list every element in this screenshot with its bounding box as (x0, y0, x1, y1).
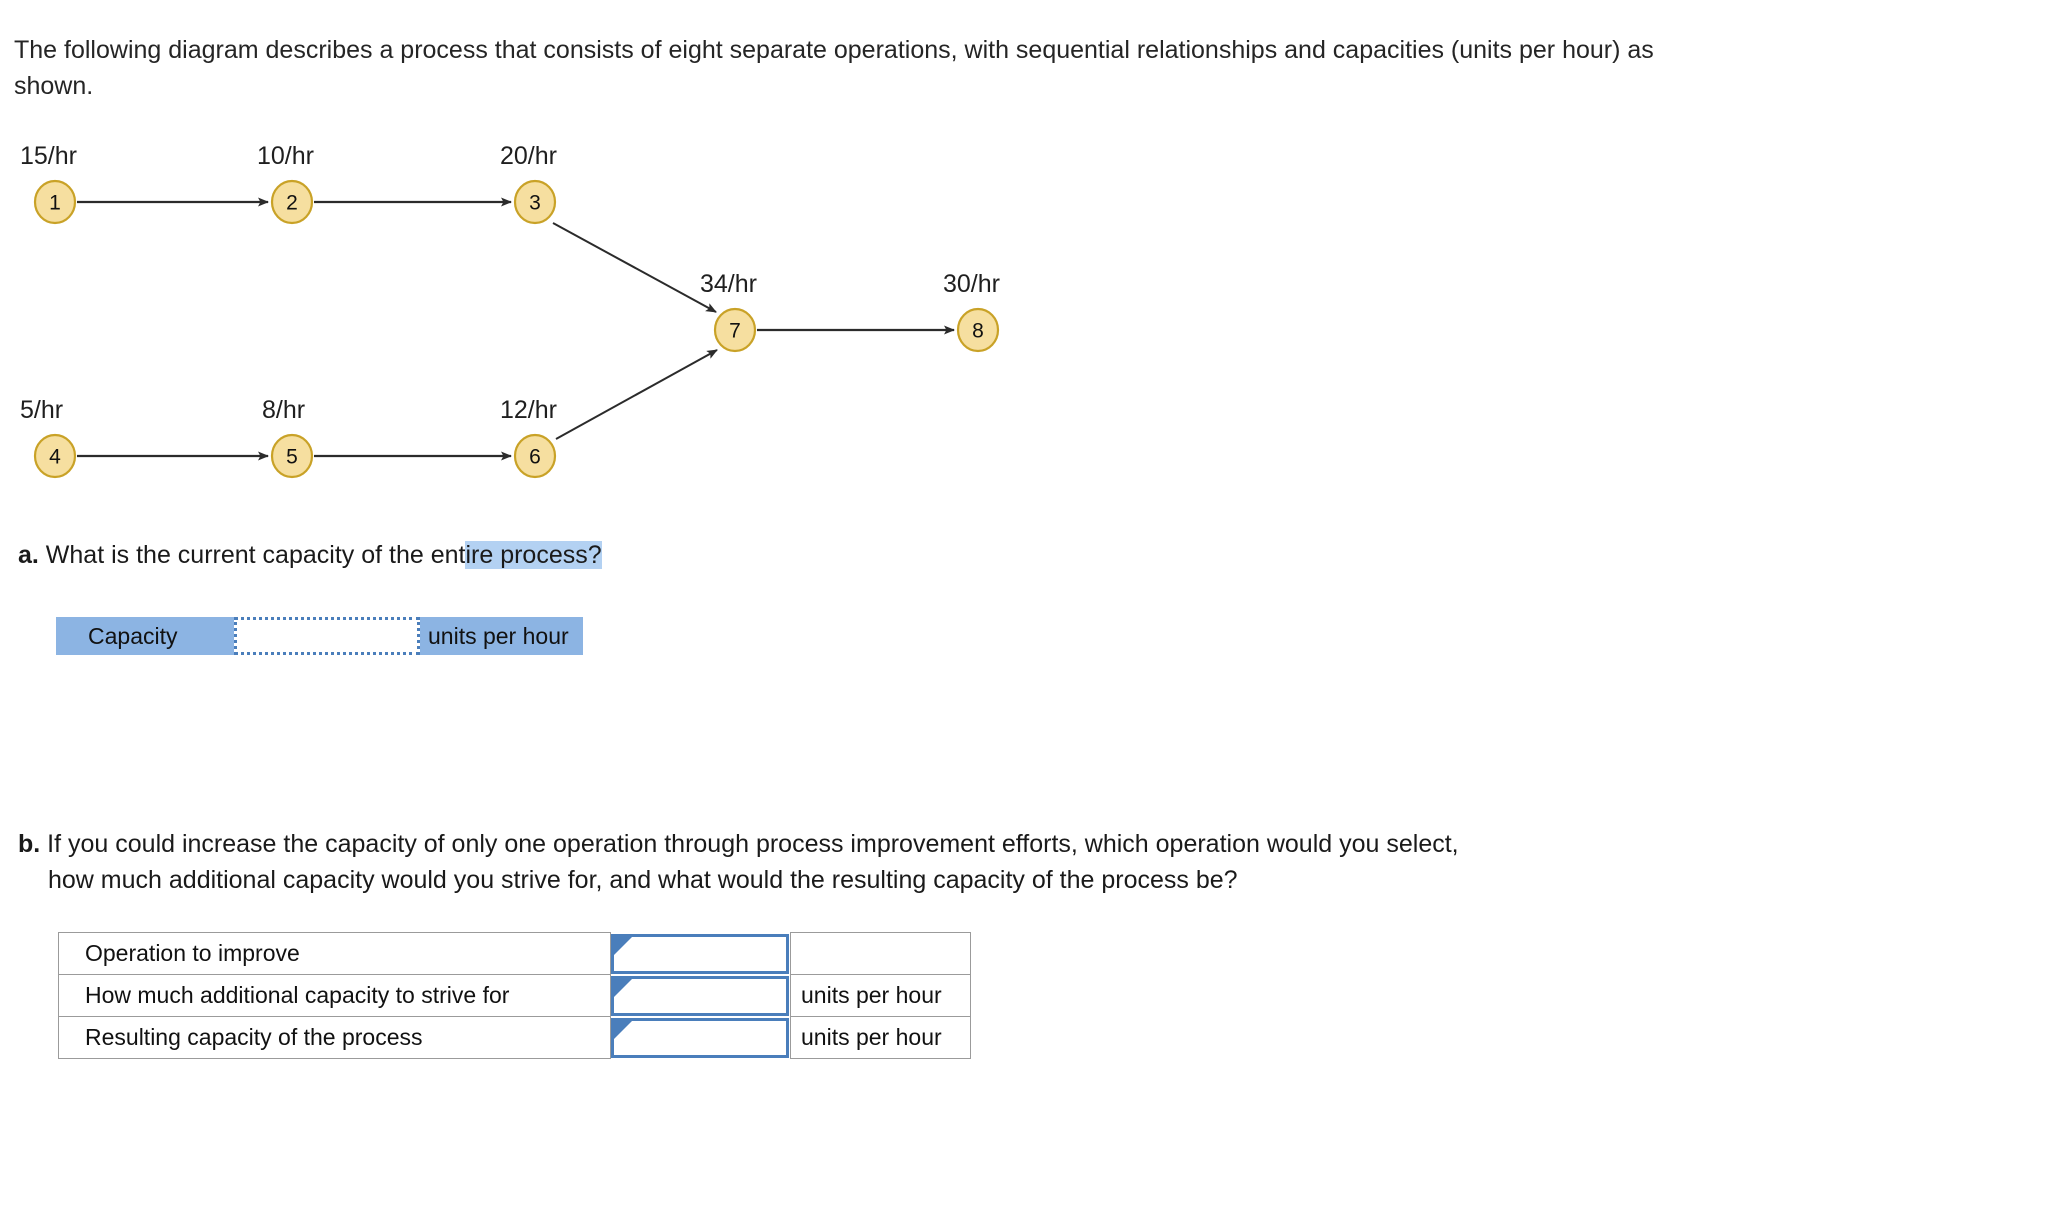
node-7-capacity-label: 34/hr (700, 270, 757, 298)
node-4-capacity-label: 5/hr (20, 396, 63, 424)
input-operation-to-improve[interactable] (611, 933, 789, 974)
question-b-marker: b. (18, 830, 41, 858)
node-7-number: 7 (729, 320, 741, 343)
row-label-resulting-capacity: Resulting capacity of the process (58, 1016, 611, 1059)
question-b-line2: how much additional capacity would you s… (48, 866, 1238, 894)
table-row: How much additional capacity to strive f… (58, 974, 971, 1017)
question-b: b. If you could increase the capacity of… (18, 826, 1718, 898)
edge-6-7 (555, 349, 718, 440)
node-5-capacity-label: 8/hr (262, 396, 305, 424)
row-units-operation-to-improve (790, 932, 971, 975)
node-1-capacity-label: 15/hr (20, 142, 77, 170)
table-row: Operation to improve (58, 932, 971, 975)
node-6-circle (513, 433, 557, 479)
question-a-text: What is the current capacity of the ent (38, 541, 466, 569)
triangle-marker-icon (614, 1020, 632, 1039)
node-4-circle (33, 433, 77, 479)
diagram-node-6: 12/hr 6 (500, 396, 557, 479)
diagram-node-5: 8/hr 5 (262, 396, 314, 479)
node-8-circle (956, 307, 1000, 353)
capacity-answer-row: Capacity units per hour (56, 617, 583, 655)
diagram-node-3: 20/hr 3 (500, 142, 557, 225)
node-6-capacity-label: 12/hr (500, 396, 557, 424)
capacity-label: Capacity (88, 622, 178, 649)
process-flow-diagram: 15/hr 1 10/hr 2 20/hr 3 34/hr 7 30/hr 8 (0, 140, 1080, 520)
node-6-number: 6 (529, 446, 541, 469)
question-a: a. What is the current capacity of the e… (18, 538, 602, 572)
diagram-edges (77, 197, 955, 461)
edge-3-7 (552, 222, 717, 313)
node-8-capacity-label: 30/hr (943, 270, 1000, 298)
node-2-number: 2 (286, 192, 298, 215)
node-3-circle (513, 179, 557, 225)
node-1-number: 1 (49, 192, 61, 215)
table-row: Resulting capacity of the process units … (58, 1016, 971, 1059)
triangle-marker-icon (614, 978, 632, 997)
row-input-cell-operation-to-improve (611, 933, 791, 975)
node-3-capacity-label: 20/hr (500, 142, 557, 170)
diagram-node-2: 10/hr 2 (257, 142, 314, 225)
capacity-input[interactable] (234, 617, 420, 655)
capacity-units-label: units per hour (428, 622, 569, 649)
node-2-circle (270, 179, 314, 225)
node-7-circle (713, 307, 757, 353)
question-a-selected-text: ire process? (465, 541, 602, 569)
question-a-marker: a. (18, 541, 39, 569)
diagram-node-8: 30/hr 8 (943, 270, 1000, 353)
row-label-additional-capacity: How much additional capacity to strive f… (58, 974, 611, 1017)
input-additional-capacity[interactable] (611, 975, 789, 1016)
input-resulting-capacity[interactable] (611, 1017, 789, 1058)
node-5-number: 5 (286, 446, 298, 469)
row-input-cell-additional-capacity (611, 975, 791, 1017)
triangle-marker-icon (614, 936, 632, 955)
diagram-node-4: 5/hr 4 (20, 396, 77, 479)
question-b-line1: If you could increase the capacity of on… (40, 830, 1459, 858)
node-4-number: 4 (49, 446, 61, 469)
row-units-resulting-capacity: units per hour (790, 1016, 971, 1059)
diagram-node-1: 15/hr 1 (20, 142, 77, 225)
node-1-circle (33, 179, 77, 225)
node-3-number: 3 (529, 192, 541, 215)
row-label-operation-to-improve: Operation to improve (58, 932, 611, 975)
node-2-capacity-label: 10/hr (257, 142, 314, 170)
diagram-node-7: 34/hr 7 (700, 270, 757, 353)
answer-b-table: Operation to improve How much additional… (58, 932, 971, 1059)
row-units-additional-capacity: units per hour (790, 974, 971, 1017)
node-5-circle (270, 433, 314, 479)
intro-paragraph: The following diagram describes a proces… (14, 36, 1654, 100)
row-input-cell-resulting-capacity (611, 1017, 791, 1059)
node-8-number: 8 (972, 320, 984, 343)
